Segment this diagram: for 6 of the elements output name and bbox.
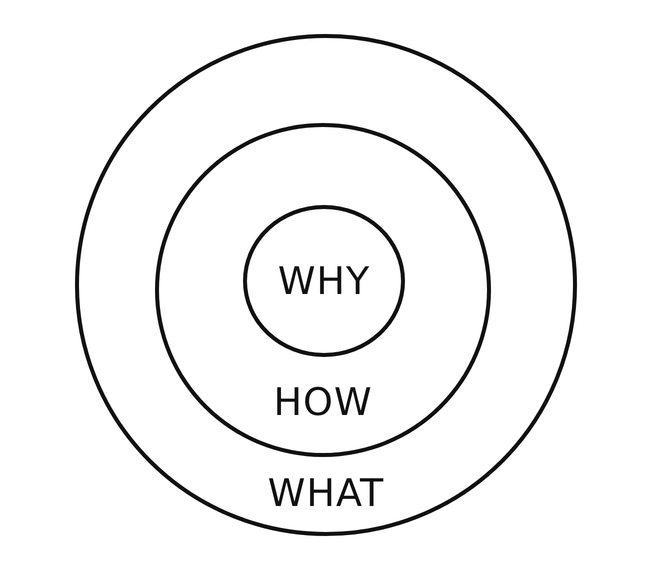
- circle: [75, 34, 577, 536]
- circle-label: WHY: [276, 259, 372, 303]
- circle-label: HOW: [272, 380, 374, 424]
- circle: [155, 123, 491, 457]
- circle-label: WHAT: [266, 471, 386, 515]
- circle: [243, 205, 405, 357]
